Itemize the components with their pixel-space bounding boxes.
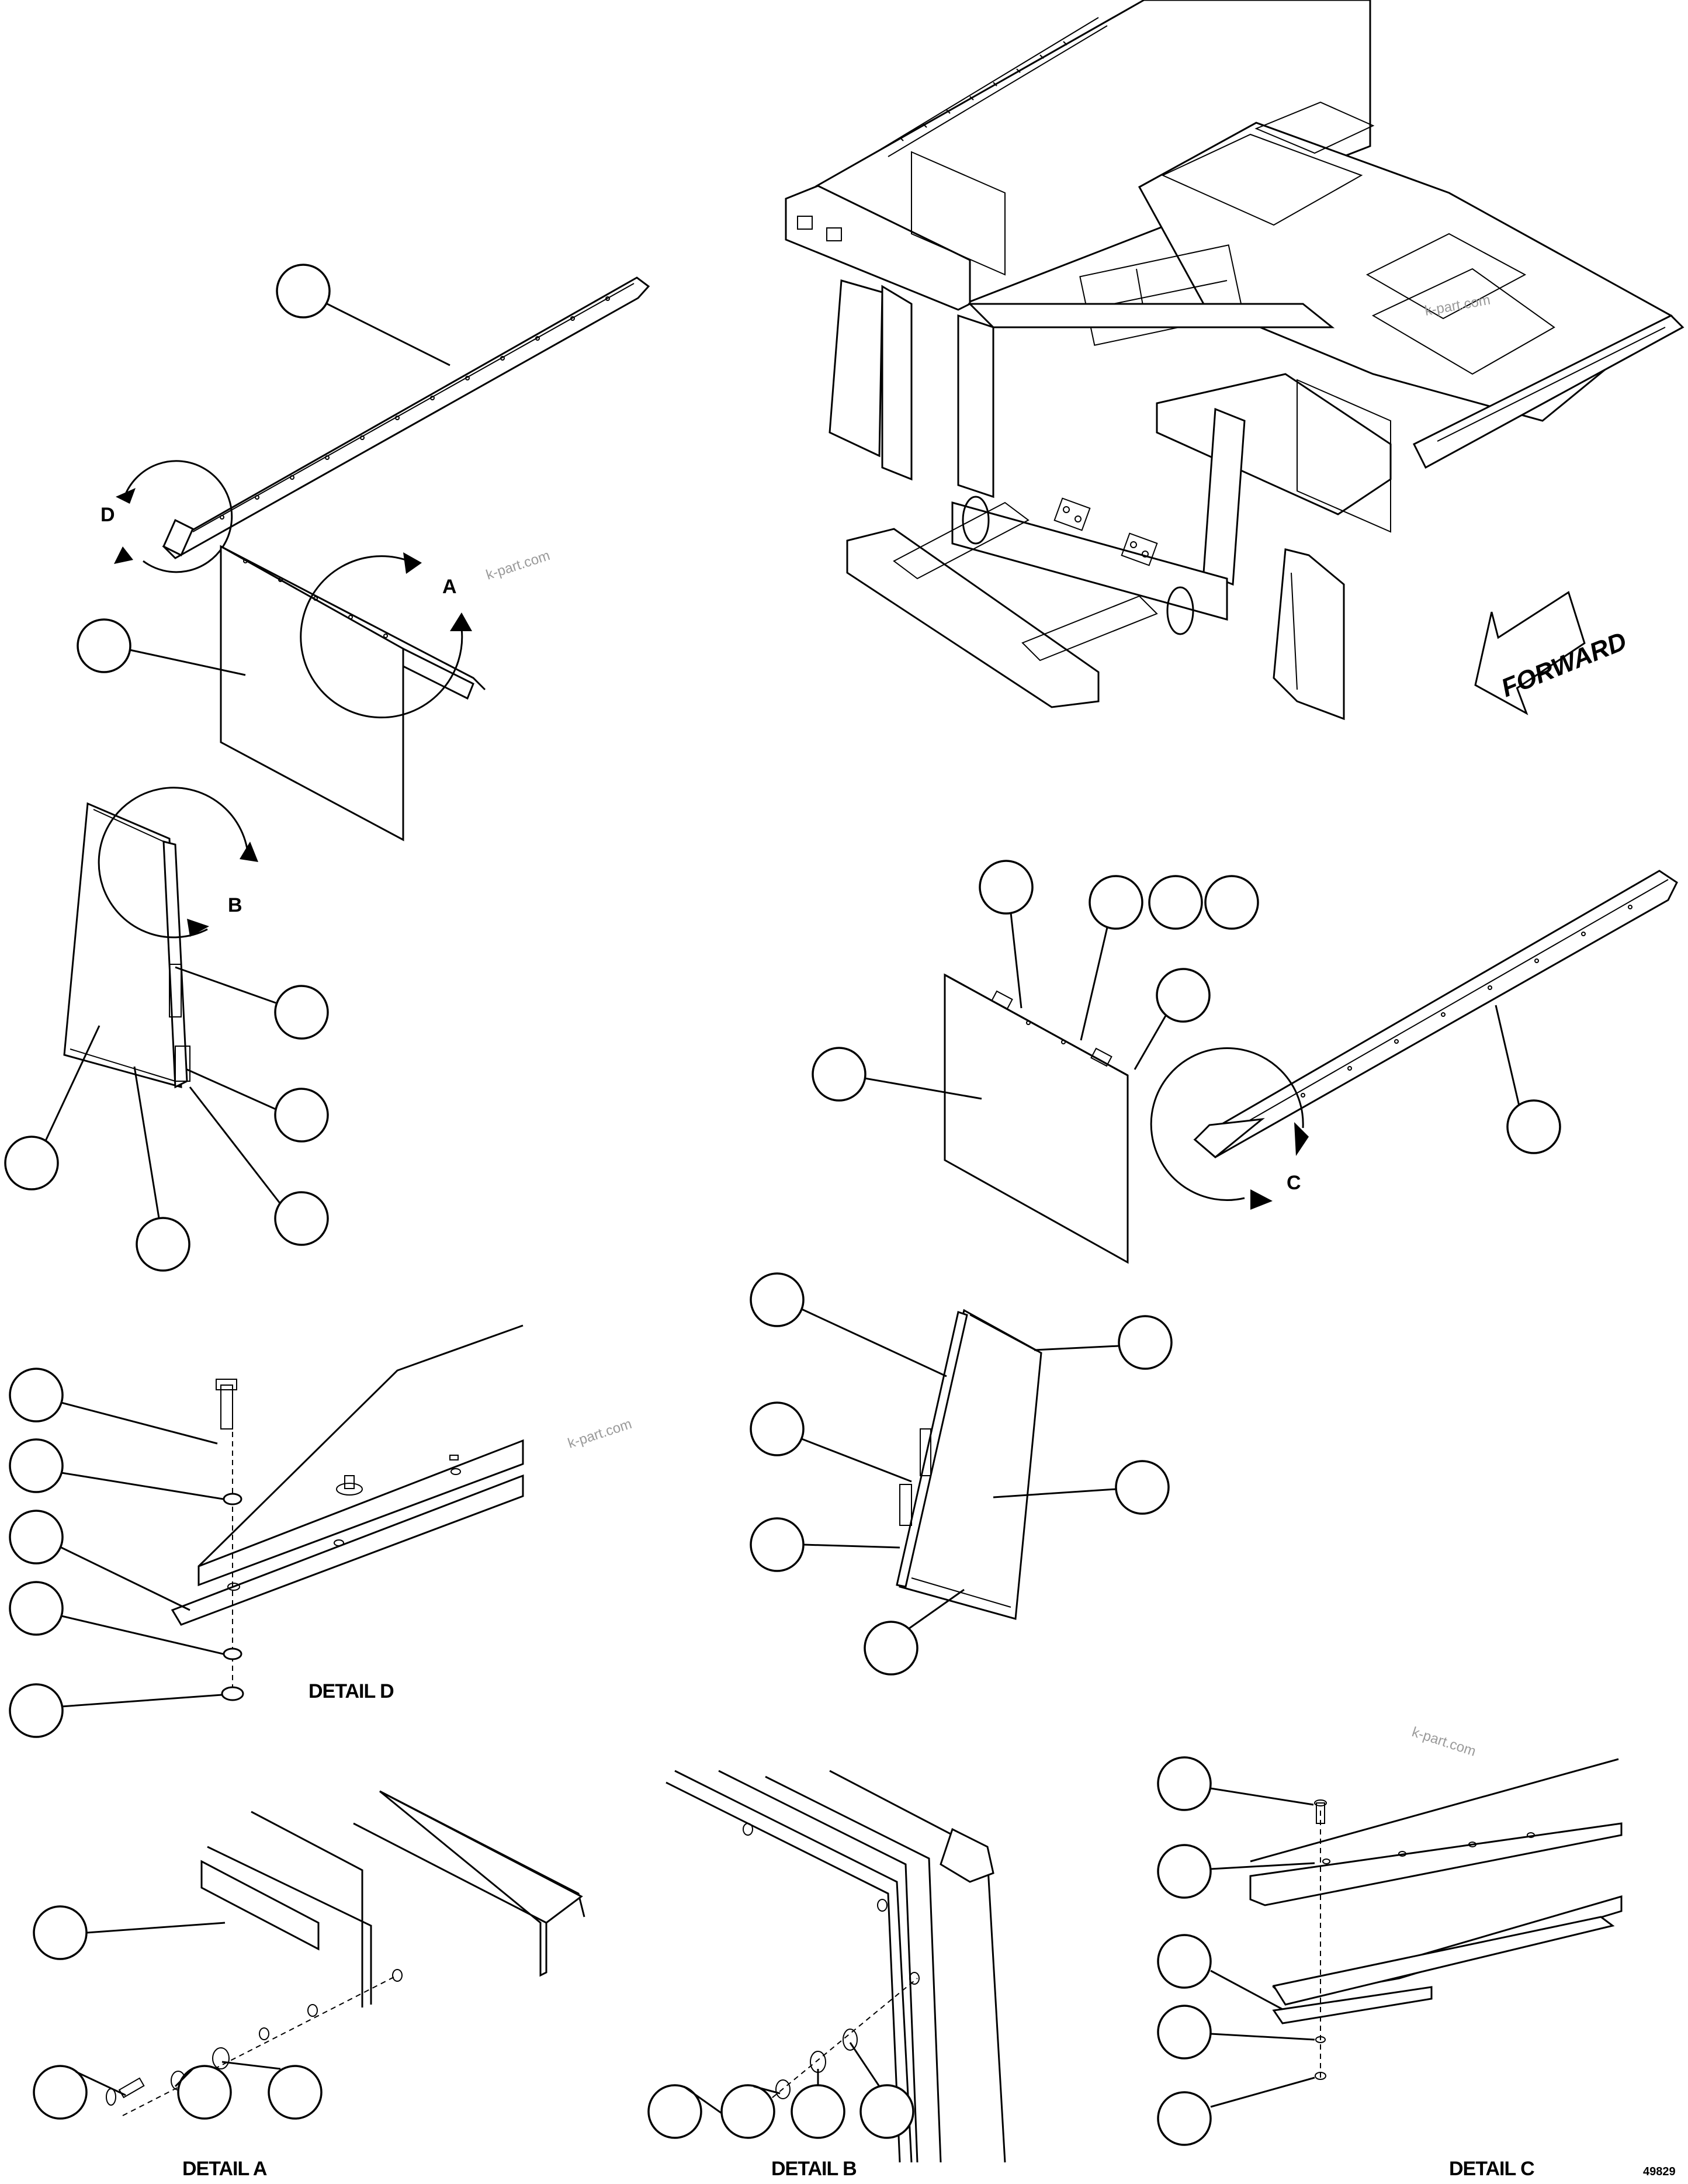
callout-bubble xyxy=(720,2084,775,2139)
detail-d-caption: DETAIL D xyxy=(309,1680,394,1702)
callout-bubble xyxy=(77,618,131,673)
callout-bubble xyxy=(1157,2005,1212,2060)
callout-bubble xyxy=(9,1683,64,1738)
detail-a-marker: A xyxy=(300,552,472,719)
callout-bubble xyxy=(274,985,329,1040)
callout-bubble xyxy=(1157,2091,1212,2146)
callout-bubble xyxy=(9,1510,64,1565)
watermark: k-part.com xyxy=(566,1416,634,1452)
long-rail-part xyxy=(162,276,650,559)
callout-bubble xyxy=(1148,875,1203,930)
flap-panel-c xyxy=(944,973,1129,1264)
detail-c-drawing: DETAIL C 49829 xyxy=(1249,1758,1676,2180)
detail-c-caption: DETAIL C xyxy=(1449,2158,1534,2180)
callout-bubble xyxy=(1157,1756,1212,1811)
main-frame-assembly xyxy=(785,0,1684,721)
callout-bubble xyxy=(1115,1460,1170,1515)
forward-arrow: FORWARD xyxy=(1474,591,1631,715)
callout-bubble xyxy=(136,1217,190,1272)
callout-bubble xyxy=(33,2065,88,2120)
callout-bubble xyxy=(274,1088,329,1143)
callout-bubble xyxy=(1157,1844,1212,1899)
callout-bubble xyxy=(812,1047,866,1102)
detail-a-caption: DETAIL A xyxy=(182,2158,267,2180)
callout-bubble xyxy=(177,2065,232,2120)
detail-b-letter: B xyxy=(228,894,242,916)
callout-bubble xyxy=(268,2065,323,2120)
detail-b-marker: B xyxy=(98,787,258,939)
callout-bubble xyxy=(1157,1934,1212,1989)
callout-bubble xyxy=(750,1272,805,1327)
callout-bubble xyxy=(1204,875,1259,930)
callout-bubble xyxy=(33,1905,88,1960)
side-panel-d xyxy=(896,1309,1042,1620)
callout-bubble xyxy=(274,1191,329,1246)
callout-bubble xyxy=(979,860,1034,915)
detail-d-drawing: DETAIL D xyxy=(171,1324,524,1702)
detail-b-drawing: DETAIL B xyxy=(666,1770,1006,2180)
detail-b-caption: DETAIL B xyxy=(771,2158,857,2180)
detail-d-marker: D xyxy=(100,460,233,573)
callout-bubble xyxy=(9,1368,64,1422)
callout-bubble xyxy=(1118,1315,1173,1370)
callout-bubble xyxy=(750,1517,805,1572)
callout-bubble xyxy=(1506,1099,1561,1154)
callout-bubble xyxy=(9,1438,64,1493)
side-panel-b xyxy=(63,802,190,1089)
detail-a-letter: A xyxy=(442,576,457,598)
callout-bubble xyxy=(1156,968,1211,1023)
drawing-number: 49829 xyxy=(1643,2165,1676,2178)
detail-c-marker: C xyxy=(1150,1047,1309,1210)
callout-bubble xyxy=(276,264,331,319)
flap-panel-a xyxy=(220,545,486,842)
watermark: k-part.com xyxy=(484,548,552,583)
detail-c-letter: C xyxy=(1287,1172,1301,1194)
detail-d-letter: D xyxy=(100,504,115,526)
callout-bubble xyxy=(647,2084,702,2139)
callout-bubble xyxy=(791,2084,845,2139)
callout-bubble xyxy=(1089,875,1143,930)
callout-bubble xyxy=(864,1621,918,1676)
callout-bubble xyxy=(750,1401,805,1456)
detail-a-drawing: DETAIL A xyxy=(106,1790,585,2180)
long-rail-c xyxy=(1193,870,1678,1158)
watermark: k-part.com xyxy=(1410,1724,1478,1760)
callout-bubble xyxy=(9,1581,64,1636)
callout-bubble xyxy=(859,2084,914,2139)
callout-bubble xyxy=(4,1136,59,1190)
